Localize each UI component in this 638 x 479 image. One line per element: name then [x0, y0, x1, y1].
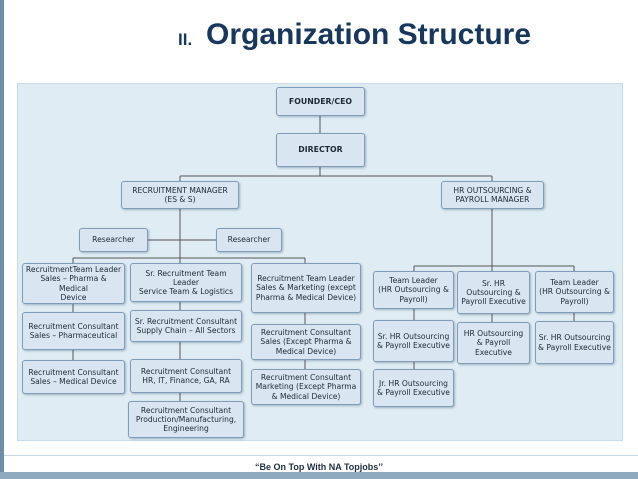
consultant-sales-box: Recruitment Consultant Sales (Except Pha… — [251, 324, 361, 360]
recruitment-manager-box: RECRUITMENT MANAGER (ES & S) — [121, 181, 239, 209]
jr-hr-outsourcing-executive-box: Jr. HR Outsourcing & Payroll Executive — [373, 369, 454, 407]
slide-bottom-band — [0, 472, 638, 479]
sr-hr-outsourcing-executive-box: Sr. HR Outsourcing & Payroll Executive — [373, 320, 454, 362]
hr-team-leader-box: Team Leader (HR Outsourcing & Payroll) — [535, 271, 614, 313]
founder-ceo-box: FOUNDER/CEO — [276, 87, 365, 116]
consultant-marketing-box: Recruitment Consultant Marketing (Except… — [251, 369, 361, 405]
consultant-pharmaceutical-box: Recruitment Consultant Sales – Pharmaceu… — [22, 312, 125, 350]
team-leader-pharma-box: RecruitmentTeam Leader Sales – Pharma & … — [22, 263, 125, 304]
sr-hr-executive-box: Sr. HR Outsourcing & Payroll Executive — [457, 271, 530, 314]
hr-team-leader-box: Team Leader (HR Outsourcing & Payroll) — [373, 271, 454, 309]
hr-outsourcing-executive-box: HR Outsourcing & Payroll Executive — [457, 322, 530, 364]
researcher-box: Researcher — [216, 228, 282, 252]
team-leader-sales-marketing-box: Recruitment Team Leader Sales & Marketin… — [251, 263, 361, 313]
consultant-production-box: Recruitment Consultant Production/Manufa… — [128, 401, 244, 438]
footer-tagline: “Be On Top With NA Topjobs’’ — [0, 462, 638, 472]
footer-divider — [4, 455, 638, 456]
director-box: DIRECTOR — [276, 133, 365, 167]
consultant-hr-it-finance-box: Recruitment Consultant HR, IT, Finance, … — [130, 359, 242, 393]
sr-team-leader-logistics-box: Sr. Recruitment Team Leader Service Team… — [130, 263, 242, 302]
researcher-box: Researcher — [79, 228, 148, 252]
sr-hr-outsourcing-executive-box: Sr. HR Outsourcing & Payroll Executive — [535, 321, 614, 364]
sr-consultant-supply-chain-box: Sr. Recruitment Consultant Supply Chain … — [130, 310, 242, 342]
consultant-medical-device-box: Recruitment Consultant Sales – Medical D… — [22, 360, 125, 394]
hr-outsourcing-manager-box: HR OUTSOURCING & PAYROLL MANAGER — [441, 181, 544, 209]
